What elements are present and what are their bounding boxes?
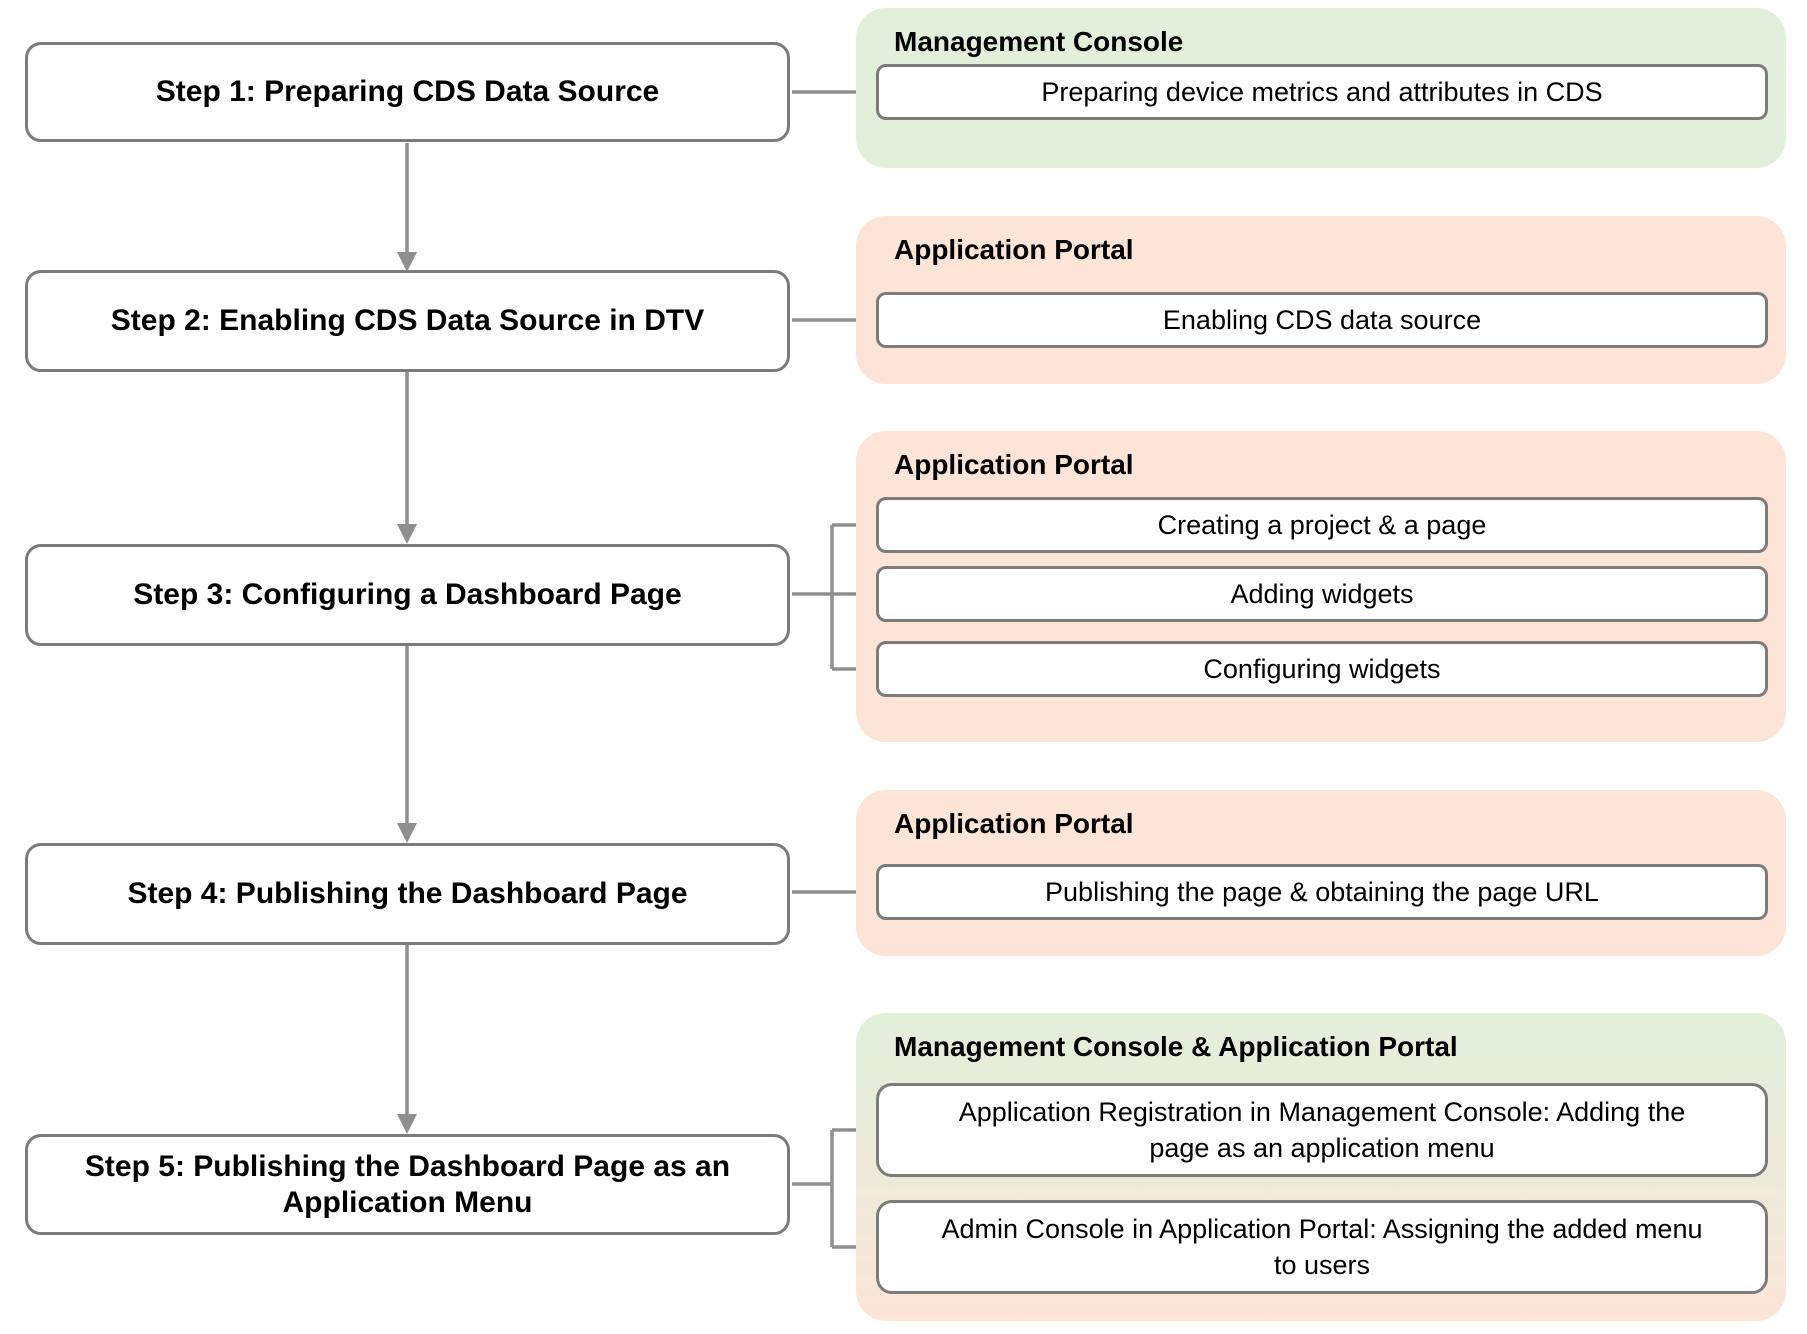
panel-3-application-portal: Application Portal Creating a project & … — [856, 431, 1786, 742]
step-box-5: Step 5: Publishing the Dashboard Page as… — [25, 1134, 790, 1235]
panel-2-item-1-label: Enabling CDS data source — [1162, 304, 1482, 335]
step-box-4: Step 4: Publishing the Dashboard Page — [25, 843, 790, 945]
panel-3-item-1-label: Creating a project & a page — [1157, 509, 1487, 540]
panel-3-item-2-label: Adding widgets — [1230, 578, 1414, 609]
panel-5-management-console-and-application-portal: Management Console & Application Portal … — [856, 1013, 1786, 1321]
arrowhead-down-4 — [397, 1114, 417, 1134]
panel-3-item-1: Creating a project & a page — [876, 497, 1768, 553]
step-box-1: Step 1: Preparing CDS Data Source — [25, 42, 790, 142]
step-4-label: Step 4: Publishing the Dashboard Page — [127, 877, 688, 911]
step-1-label: Step 1: Preparing CDS Data Source — [155, 75, 660, 109]
panel-2-header: Application Portal — [894, 234, 1134, 265]
step-2-label: Step 2: Enabling CDS Data Source in DTV — [110, 304, 705, 338]
panel-2-application-portal: Application Portal Enabling CDS data sou… — [856, 216, 1786, 384]
panel-1-item-1-label: Preparing device metrics and attributes … — [1041, 76, 1603, 107]
step-5-label: Step 5: Publishing the Dashboard Page as… — [84, 1150, 731, 1219]
arrowhead-down-1 — [397, 252, 417, 272]
arrowhead-down-3 — [397, 823, 417, 843]
panel-5-item-2-label: Admin Console in Application Portal: Ass… — [941, 1213, 1703, 1280]
panel-3-header: Application Portal — [894, 449, 1134, 480]
panel-5-item-1-label: Application Registration in Management C… — [958, 1096, 1686, 1163]
panel-4-item-1-label: Publishing the page & obtaining the page… — [1045, 876, 1599, 907]
panel-3-item-2: Adding widgets — [876, 566, 1768, 622]
arrowhead-down-2 — [397, 524, 417, 544]
step-box-2: Step 2: Enabling CDS Data Source in DTV — [25, 270, 790, 372]
step-3-label: Step 3: Configuring a Dashboard Page — [133, 578, 682, 612]
panel-1-item-1: Preparing device metrics and attributes … — [876, 64, 1768, 120]
panel-3-item-3-label: Configuring widgets — [1203, 653, 1441, 684]
panel-4-application-portal: Application Portal Publishing the page &… — [856, 790, 1786, 956]
panel-5-item-1: Application Registration in Management C… — [876, 1083, 1768, 1177]
panel-4-header: Application Portal — [894, 808, 1134, 839]
panel-4-item-1: Publishing the page & obtaining the page… — [876, 864, 1768, 920]
panel-1-management-console: Management Console Preparing device metr… — [856, 8, 1786, 168]
panel-5-header: Management Console & Application Portal — [894, 1031, 1458, 1062]
panel-3-item-3: Configuring widgets — [876, 641, 1768, 697]
step-box-3: Step 3: Configuring a Dashboard Page — [25, 544, 790, 646]
panel-2-item-1: Enabling CDS data source — [876, 292, 1768, 348]
panel-1-header: Management Console — [894, 26, 1184, 57]
panel-5-item-2: Admin Console in Application Portal: Ass… — [876, 1200, 1768, 1294]
